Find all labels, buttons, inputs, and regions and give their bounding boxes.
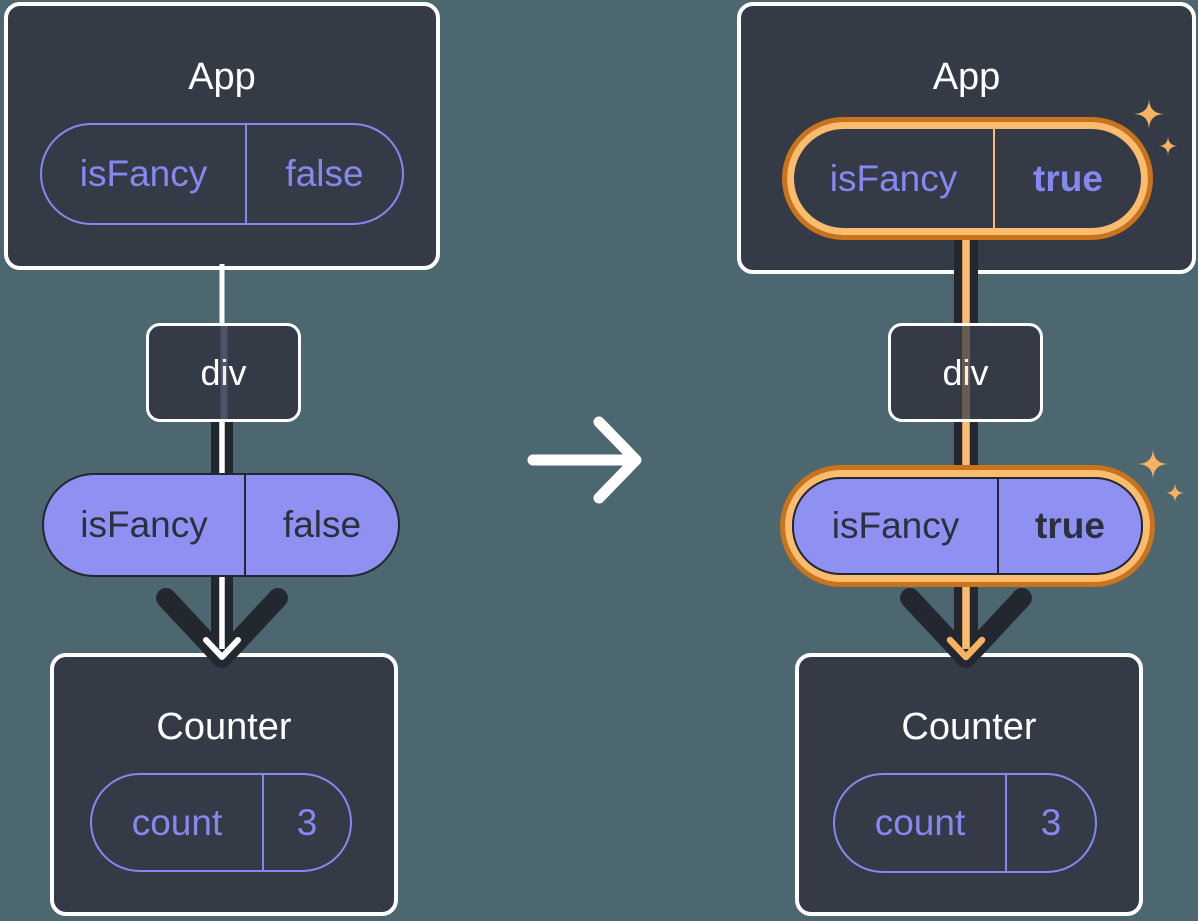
state-key-label: count (835, 775, 1007, 871)
prop-key-label: isFancy (44, 475, 246, 575)
prop-value-label: false (282, 504, 362, 545)
prop-value-label: false (285, 153, 364, 194)
pass-through-hint (961, 326, 970, 419)
app-title: App (188, 56, 256, 98)
highlight-ring: isFancy true (787, 122, 1148, 235)
counter-title: Counter (901, 706, 1037, 748)
state-key-label: count (92, 775, 264, 870)
arrow-right-icon (527, 416, 642, 504)
counter-state-pill-before: count 3 (90, 773, 352, 872)
div-label: div (200, 351, 247, 393)
state-value-label: 3 (1040, 802, 1062, 843)
counter-state-pill-after: count 3 (833, 773, 1097, 873)
passed-prop-pill-after: isFancy true (780, 465, 1155, 587)
pass-through-hint (220, 326, 227, 419)
highlight-ring: isFancy true (785, 470, 1150, 582)
app-prop-pill-before: isFancy false (40, 123, 404, 225)
prop-key-label: isFancy (42, 125, 247, 223)
prop-key-label: isFancy (794, 129, 995, 228)
counter-title: Counter (156, 706, 292, 748)
app-prop-pill-after: isFancy true (782, 117, 1153, 240)
passed-prop-pill-before: isFancy false (42, 473, 400, 577)
prop-value-label: true (1033, 157, 1103, 199)
prop-flow-arrowhead-after (900, 588, 1032, 668)
div-card-before: div (146, 323, 301, 422)
div-card-after: div (888, 323, 1043, 422)
state-value-label: 3 (296, 801, 318, 843)
prop-key-label: isFancy (794, 479, 999, 573)
prop-value-label: true (1035, 505, 1105, 546)
prop-flow-arrowhead-before (156, 588, 288, 668)
app-title: App (932, 56, 1001, 98)
